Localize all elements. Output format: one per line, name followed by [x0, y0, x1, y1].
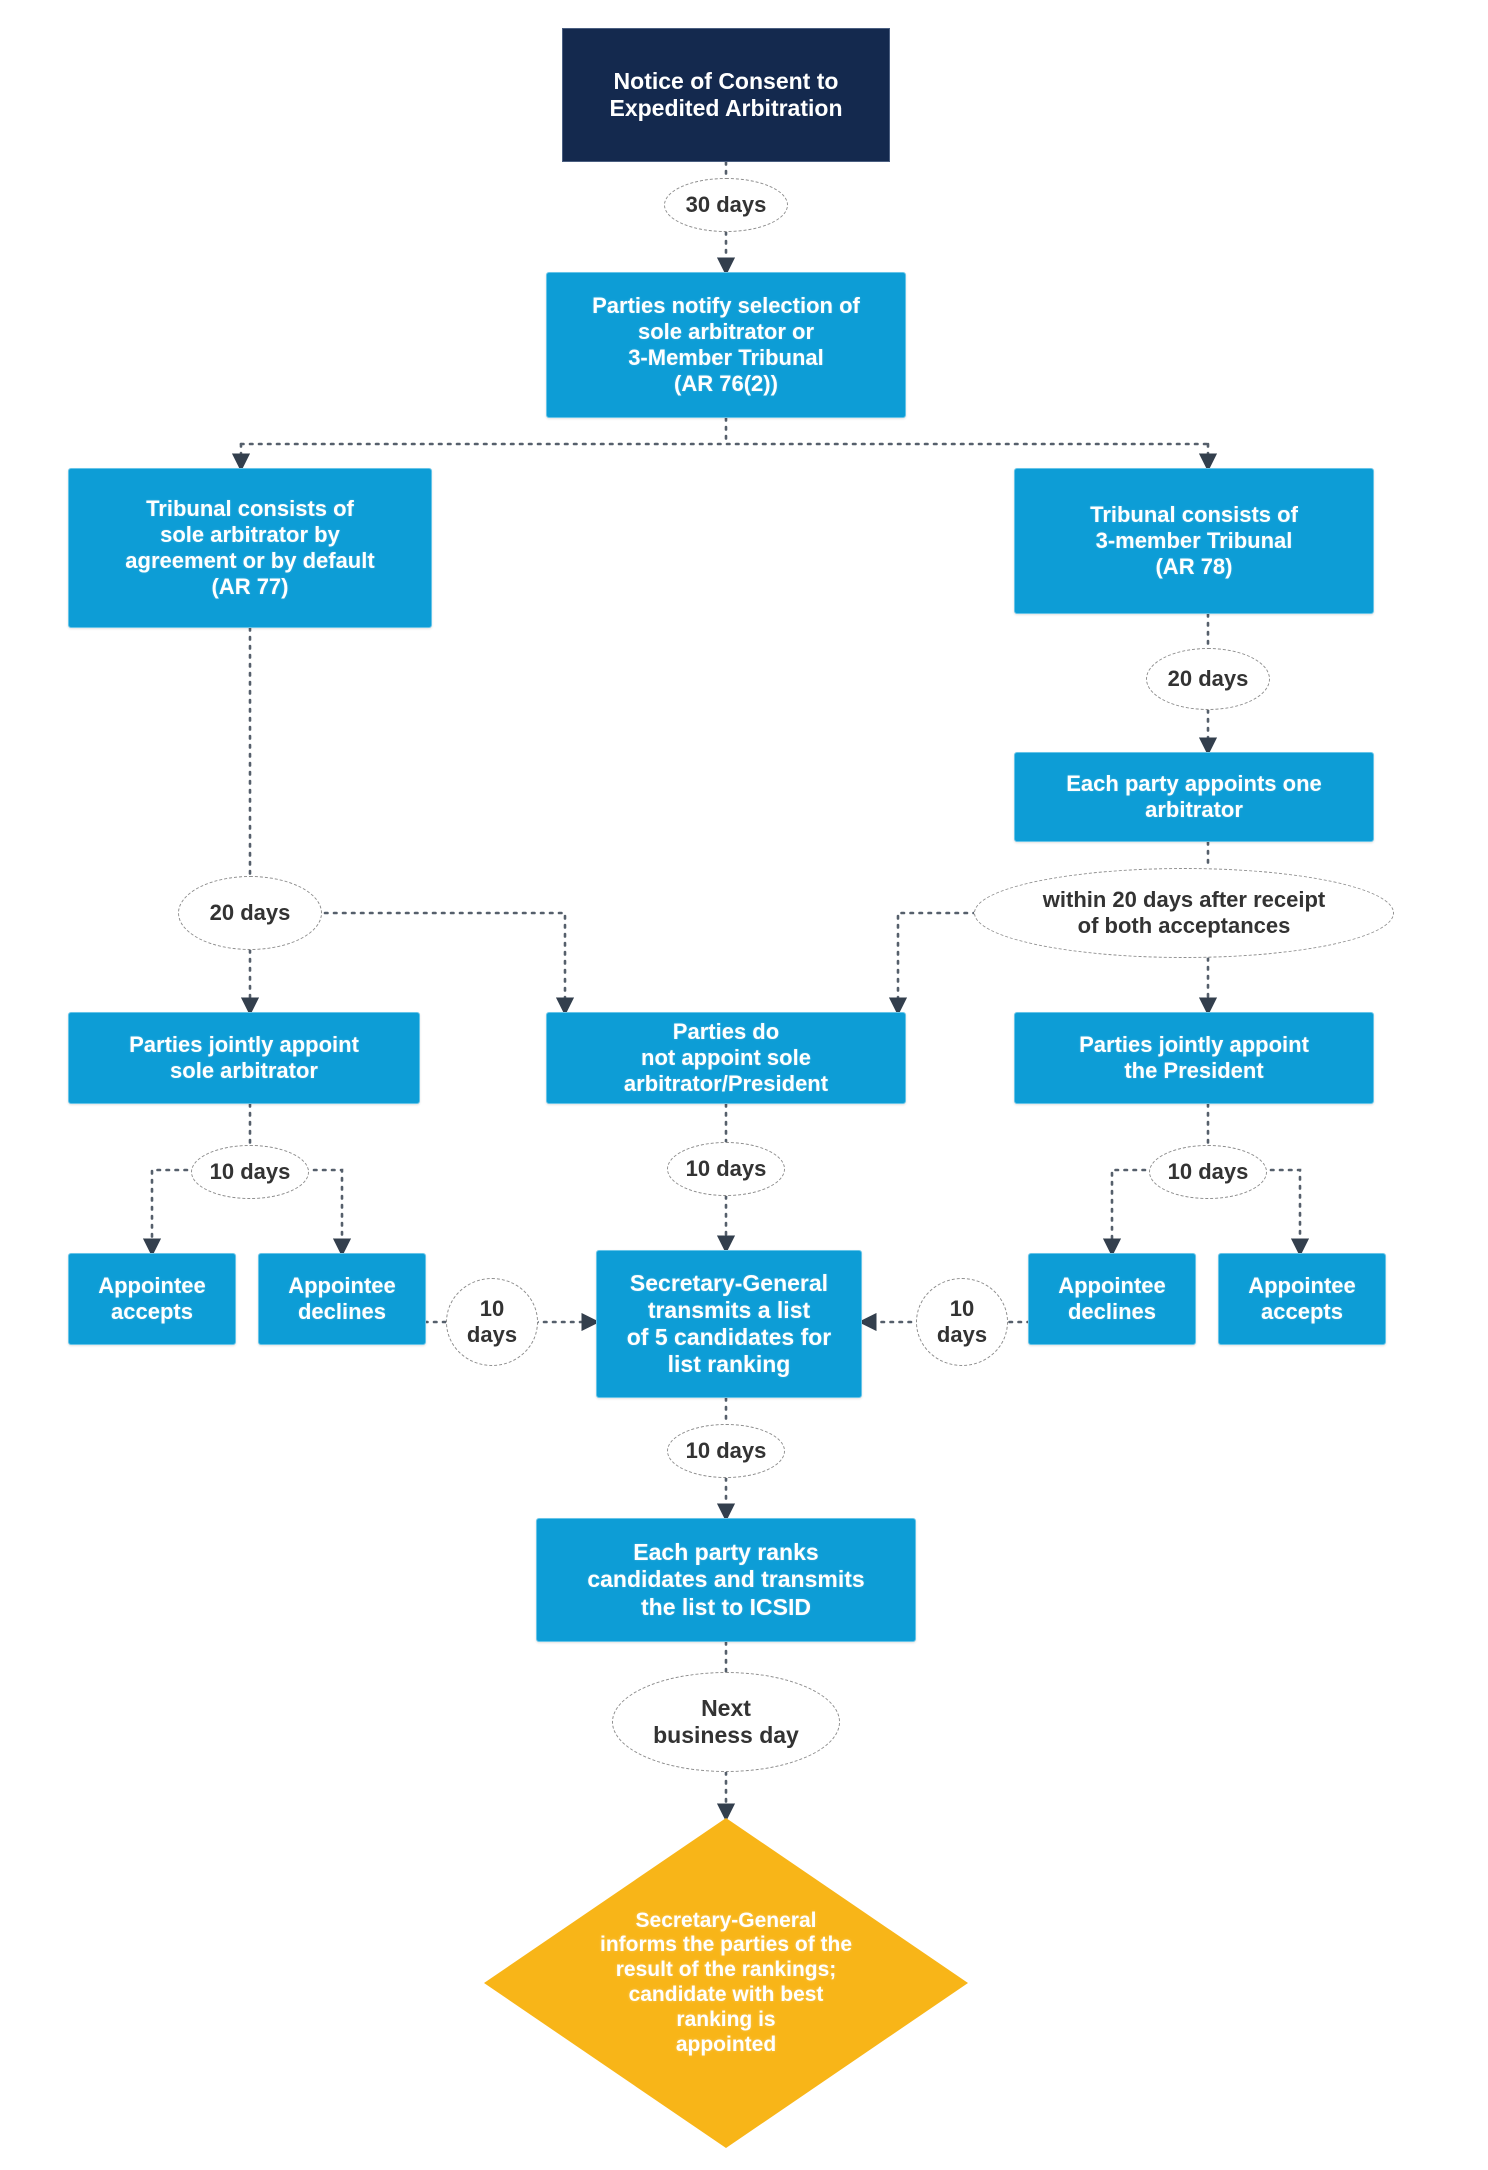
node-label: Secretary-General informs the parties of… [599, 1908, 853, 2056]
node-secretary-general-transmits-list[interactable]: Secretary-General transmits a list of 5 … [596, 1250, 862, 1398]
node-appointee-accepts-left[interactable]: Appointee accepts [68, 1253, 236, 1345]
node-appointee-declines-right[interactable]: Appointee declines [1028, 1253, 1196, 1345]
node-secretary-general-informs-parties[interactable]: Secretary-General informs the parties of… [484, 1818, 968, 2148]
node-each-party-ranks-candidates[interactable]: Each party ranks candidates and transmit… [536, 1518, 916, 1642]
node-parties-notify-selection[interactable]: Parties notify selection of sole arbitra… [546, 272, 906, 418]
node-tribunal-three-member[interactable]: Tribunal consists of 3-member Tribunal (… [1014, 468, 1374, 614]
node-each-party-appoints-one-arbitrator[interactable]: Each party appoints one arbitrator [1014, 752, 1374, 842]
node-notice-of-consent[interactable]: Notice of Consent to Expedited Arbitrati… [562, 28, 890, 162]
edge-label-30-days: 30 days [664, 178, 788, 232]
edge-label-next-business-day: Next business day [612, 1672, 840, 1772]
edge-label-20-days-right: 20 days [1146, 648, 1270, 710]
node-parties-jointly-appoint-president[interactable]: Parties jointly appoint the President [1014, 1012, 1374, 1104]
edge-label-10-days-mid-left: 10 days [446, 1278, 538, 1366]
edge-label-10-days-ranking: 10 days [667, 1424, 785, 1478]
edge-label-within-20-days: within 20 days after receipt of both acc… [974, 868, 1394, 958]
edge-label-20-days-left: 20 days [178, 876, 322, 950]
node-appointee-declines-left[interactable]: Appointee declines [258, 1253, 426, 1345]
edge-label-10-days-mid-right: 10 days [916, 1278, 1008, 1366]
edge-label-10-days-right: 10 days [1149, 1145, 1267, 1199]
edge-label-10-days-left: 10 days [191, 1145, 309, 1199]
node-appointee-accepts-right[interactable]: Appointee accepts [1218, 1253, 1386, 1345]
node-tribunal-sole-arbitrator[interactable]: Tribunal consists of sole arbitrator by … [68, 468, 432, 628]
edge-label-10-days-center: 10 days [667, 1142, 785, 1196]
node-parties-do-not-appoint[interactable]: Parties do not appoint sole arbitrator/P… [546, 1012, 906, 1104]
node-parties-jointly-appoint-sole-arbitrator[interactable]: Parties jointly appoint sole arbitrator [68, 1012, 420, 1104]
